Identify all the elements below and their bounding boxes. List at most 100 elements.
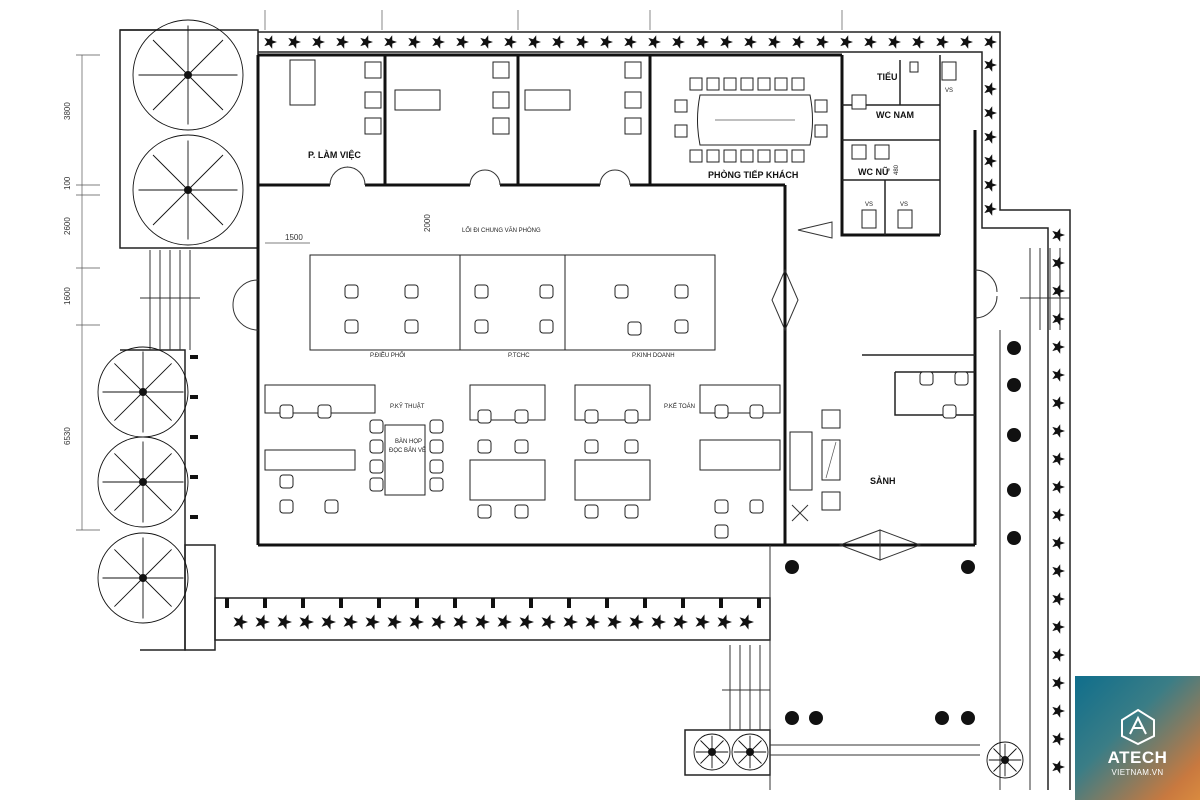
plant: [528, 35, 541, 49]
atech-logo: ATECH VIETNAM.VN: [1075, 676, 1200, 800]
chair: [477, 439, 492, 454]
cabinet: [364, 117, 382, 135]
tree-branch: [187, 154, 224, 191]
plant: [1052, 340, 1065, 354]
desk: [394, 89, 441, 111]
bollard: [301, 598, 305, 608]
chair: [757, 149, 771, 163]
plant: [739, 614, 754, 630]
plant: [1052, 536, 1065, 550]
bollard: [190, 355, 198, 359]
column: [785, 711, 799, 725]
logo-brand: ATECH: [1107, 748, 1168, 767]
plant: [624, 35, 637, 49]
chair: [514, 439, 529, 454]
room-labels: P. LÀM VIỆC PHÒNG TIẾP KHÁCH TIỂU WC NAM…: [308, 71, 953, 486]
desk: [469, 459, 546, 501]
plant: [717, 614, 732, 630]
cabinet: [492, 117, 510, 135]
bollard: [719, 598, 723, 608]
columns: [190, 341, 1021, 725]
label-wc-nam: WC NAM: [876, 110, 914, 120]
plant: [497, 614, 512, 630]
chair: [706, 77, 720, 91]
dim-2600: 2600: [63, 217, 72, 235]
label-sanh: SẢNH: [870, 475, 896, 486]
label-loi-di: LỐI ĐI CHUNG VĂN PHÒNG: [462, 227, 541, 234]
plant: [648, 35, 661, 49]
plant: [1052, 284, 1065, 298]
tree-trunk: [184, 186, 192, 194]
label-ky-thuat: P.KỸ THUẬT: [390, 403, 425, 410]
logo-domain: VIETNAM.VN: [1111, 768, 1164, 777]
plant: [984, 82, 997, 96]
stairs-right: [1020, 248, 1070, 330]
tree-branch: [114, 577, 144, 607]
tree-branch: [152, 39, 189, 76]
chair: [954, 371, 969, 386]
label-doc-ban-ve: ĐỌC BẢN VẼ: [389, 447, 426, 454]
chair: [714, 404, 729, 419]
tree-branch: [142, 549, 172, 579]
dim-1500: 1500: [285, 233, 303, 242]
dim-100: 100: [63, 176, 72, 190]
tree-trunk: [139, 388, 147, 396]
chair: [584, 439, 599, 454]
tree-branch: [114, 453, 144, 483]
chair: [429, 477, 444, 492]
tree-branch: [142, 577, 172, 607]
plant: [255, 614, 270, 630]
plant: [744, 35, 757, 49]
chair: [539, 284, 554, 299]
tree-branch: [142, 481, 172, 511]
chair: [814, 99, 828, 113]
office-chairs: [279, 284, 969, 539]
tree-branch: [187, 74, 224, 111]
meeting-table-ky-thuat: [384, 424, 426, 496]
bollard: [225, 598, 229, 608]
chair: [627, 321, 642, 336]
desk: [699, 384, 781, 414]
plant: [960, 35, 973, 49]
chair: [919, 371, 934, 386]
plant: [888, 35, 901, 49]
plant: [1052, 564, 1065, 578]
plant: [585, 614, 600, 630]
plant: [672, 35, 685, 49]
plant: [519, 614, 534, 630]
dim-1600: 1600: [63, 287, 72, 305]
plant: [651, 614, 666, 630]
plant: [233, 614, 248, 630]
wc-fixtures: [851, 61, 957, 229]
chair: [324, 499, 339, 514]
chair: [674, 284, 689, 299]
tree-branch: [152, 74, 189, 111]
bollard: [757, 598, 761, 608]
chair: [369, 459, 384, 474]
cabinet: [364, 61, 382, 79]
cabinet: [492, 91, 510, 109]
chair: [369, 477, 384, 492]
atech-emblem-icon: [1121, 708, 1155, 746]
chair: [404, 319, 419, 334]
plant: [480, 35, 493, 49]
tree-trunk: [746, 748, 754, 756]
plant: [409, 614, 424, 630]
column: [809, 711, 823, 725]
tree-branch: [142, 363, 172, 393]
chair: [740, 149, 754, 163]
bollard: [190, 515, 198, 519]
chair: [279, 499, 294, 514]
bollard: [529, 598, 533, 608]
plant: [1052, 256, 1065, 270]
tree-trunk: [708, 748, 716, 756]
chair: [689, 149, 703, 163]
plant: [432, 35, 445, 49]
plant: [1052, 732, 1065, 746]
label-vs-1: VS: [865, 202, 873, 208]
label-ban-hop: BÀN HỌP: [395, 438, 422, 445]
chair: [477, 409, 492, 424]
tree-canopy: [132, 134, 244, 246]
tree-canopy: [731, 733, 769, 771]
plant: [912, 35, 925, 49]
